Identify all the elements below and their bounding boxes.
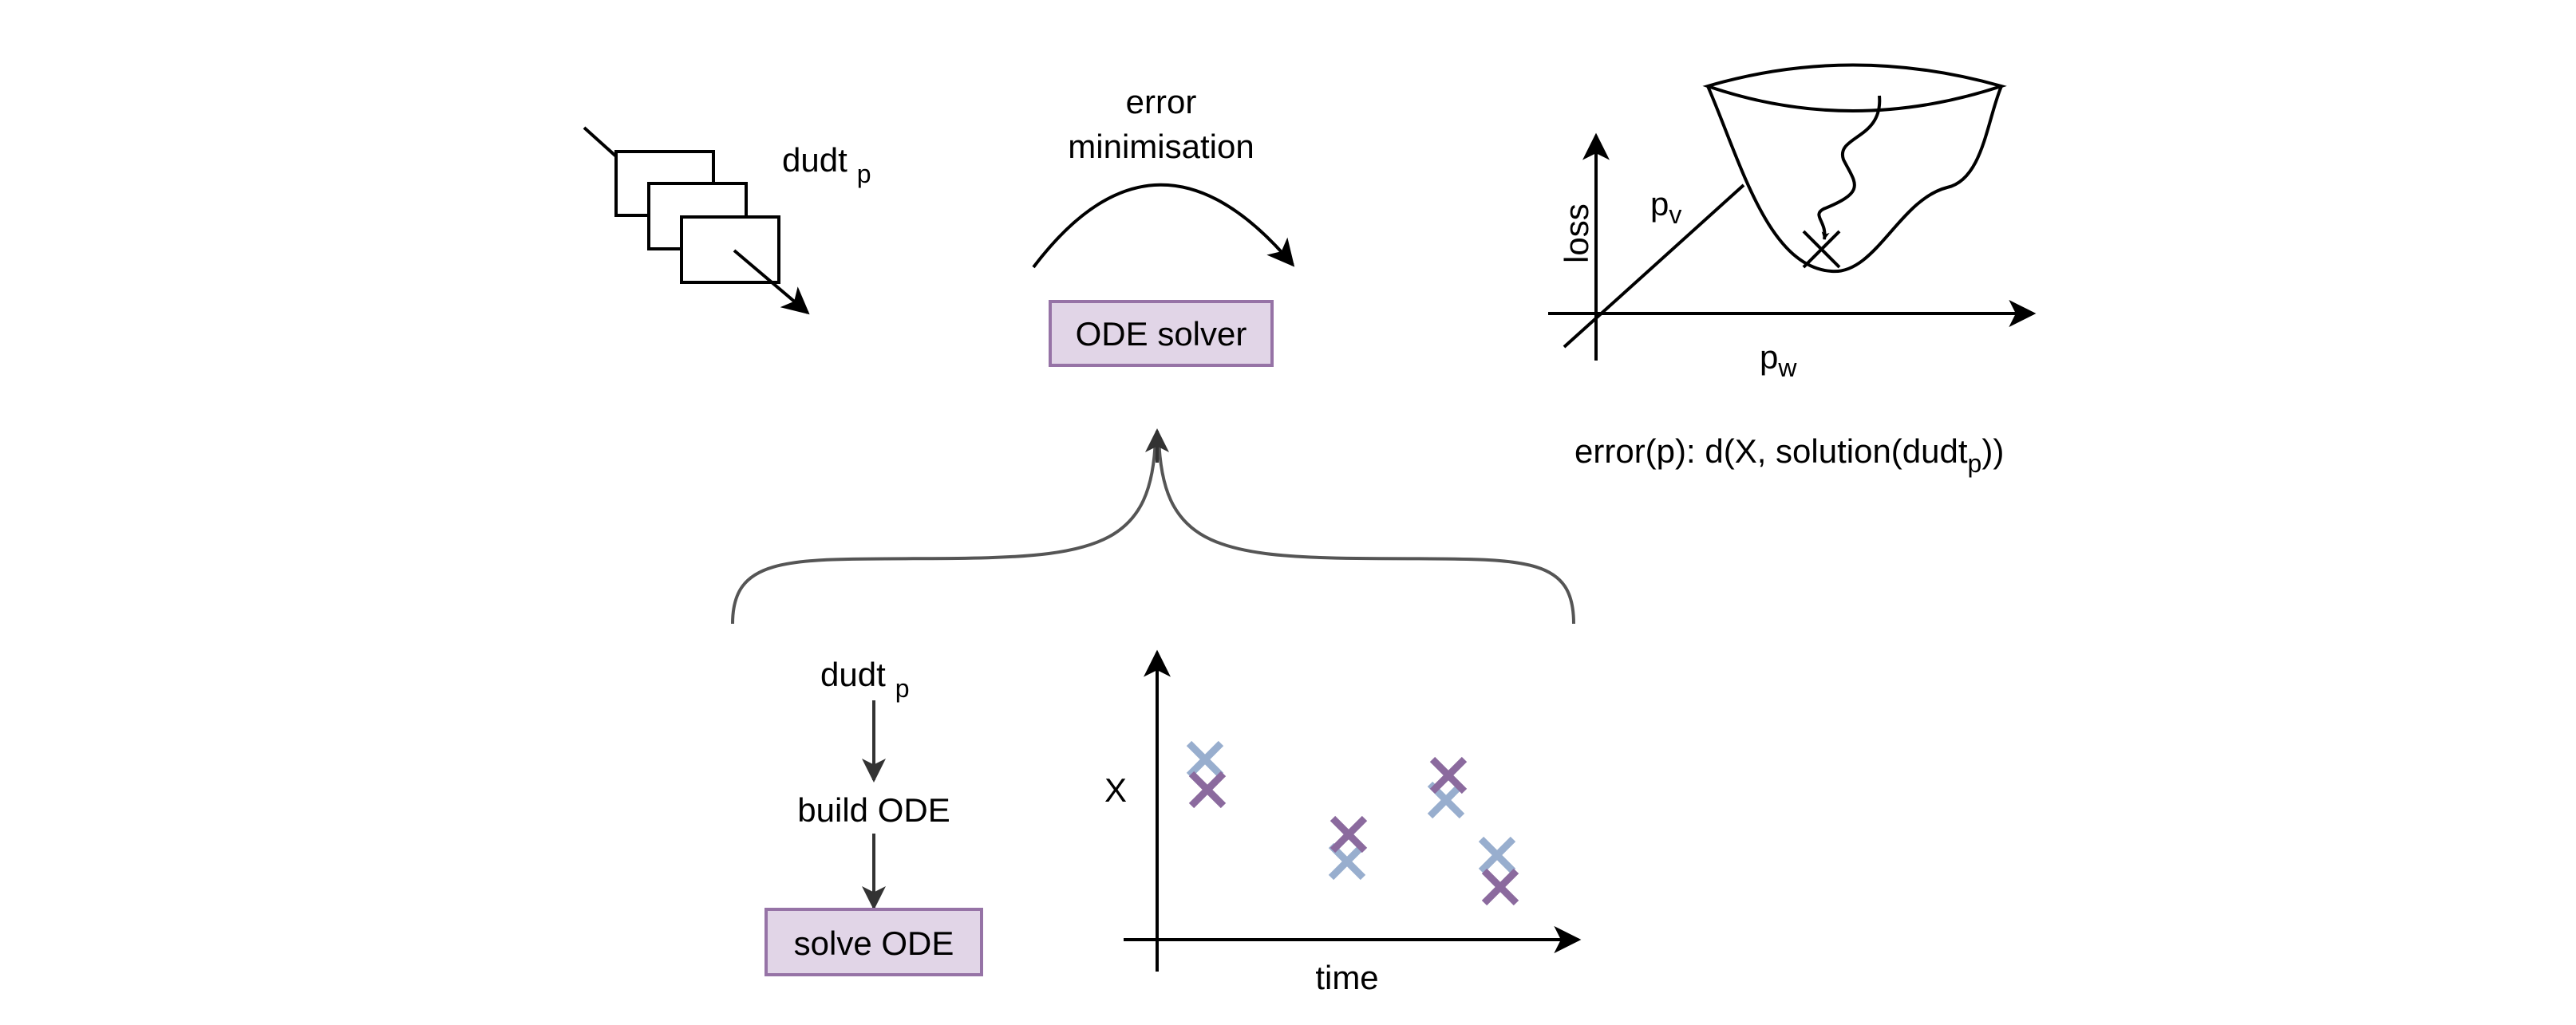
error-minimisation-arc bbox=[1032, 183, 1295, 269]
cross-marker-icon bbox=[1329, 815, 1368, 854]
arc-label-line1: error bbox=[1126, 83, 1197, 120]
pv-label: pv bbox=[1650, 185, 1681, 229]
error-minimisation-group: error minimisation ODE solver bbox=[1032, 83, 1295, 367]
cross-marker-icon bbox=[1188, 771, 1227, 809]
layer-output-arrow bbox=[733, 249, 810, 315]
curly-brace-group bbox=[731, 428, 1575, 625]
minimum-cross-b bbox=[1802, 230, 1841, 269]
build-ode-label: build ODE bbox=[797, 791, 950, 829]
timeseries-group: X time bbox=[1104, 649, 1582, 996]
layer-rect-3 bbox=[680, 215, 780, 284]
ode-solver-box bbox=[1049, 300, 1274, 367]
bowl-body bbox=[1706, 85, 2003, 274]
cross-marker-icon bbox=[1429, 756, 1468, 794]
ode-solver-label: ODE solver bbox=[1076, 315, 1247, 353]
time-axis-label: time bbox=[1315, 959, 1378, 996]
solve-ode-label: solve ODE bbox=[794, 924, 954, 962]
pv-diagonal-axis bbox=[1563, 183, 1745, 349]
loss-axis-label: loss bbox=[1558, 203, 1595, 263]
cross-marker-icon bbox=[1186, 740, 1224, 779]
loss-landscape-group: loss pv pw error(p): d(X, solution(dudtp… bbox=[1548, 63, 2037, 478]
cross-marker-icon bbox=[1478, 836, 1516, 874]
pw-label: pw bbox=[1760, 338, 1797, 382]
descent-path bbox=[1817, 95, 1882, 240]
cross-marker-icon bbox=[1481, 868, 1519, 906]
curly-brace bbox=[731, 436, 1157, 625]
bowl-top-rim bbox=[1702, 63, 2007, 112]
x-axis-label: X bbox=[1104, 771, 1127, 809]
error-formula: error(p): d(X, solution(dudtp)) bbox=[1574, 432, 2004, 478]
solve-ode-box bbox=[765, 908, 983, 976]
layer-input-line bbox=[583, 126, 618, 158]
arc-label-line2: minimisation bbox=[1068, 128, 1254, 165]
curly-brace-right bbox=[1157, 436, 1575, 625]
cross-markers bbox=[1186, 740, 1519, 906]
